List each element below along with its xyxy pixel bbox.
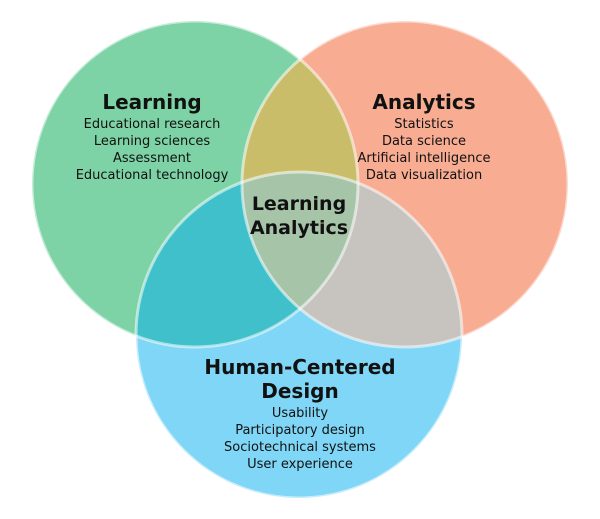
learning-item: Assessment	[113, 151, 191, 166]
learning-item: Learning sciences	[93, 134, 211, 149]
center-title-line1: Learning	[251, 193, 347, 215]
learning-item: Educational technology	[75, 168, 229, 183]
hcd-title: Human-Centered Design	[204, 355, 396, 403]
analytics-item: Data visualization	[365, 168, 483, 183]
hcd-label-group: Human-Centered Design Usability Particip…	[170, 355, 430, 473]
analytics-item: Data science	[381, 134, 467, 149]
circle-outlines	[30, 19, 570, 500]
hcd-item: Participatory design	[235, 423, 365, 438]
analytics-item: Statistics	[394, 117, 454, 132]
center-label-group: Learning Analytics	[240, 192, 358, 240]
analytics-label-group: Analytics Statistics Data science Artifi…	[344, 90, 504, 184]
hcd-item: User experience	[247, 457, 353, 472]
center-title-line2: Analytics	[249, 217, 349, 239]
learning-item: Educational research	[83, 117, 221, 132]
analytics-title: Analytics	[372, 90, 476, 114]
learning-title: Learning	[102, 90, 202, 114]
hcd-item: Sociotechnical systems	[224, 440, 376, 455]
learning-label-group: Learning Educational research Learning s…	[66, 90, 238, 184]
analytics-item: Artificial intelligence	[357, 151, 491, 166]
hcd-item: Usability	[271, 406, 329, 421]
